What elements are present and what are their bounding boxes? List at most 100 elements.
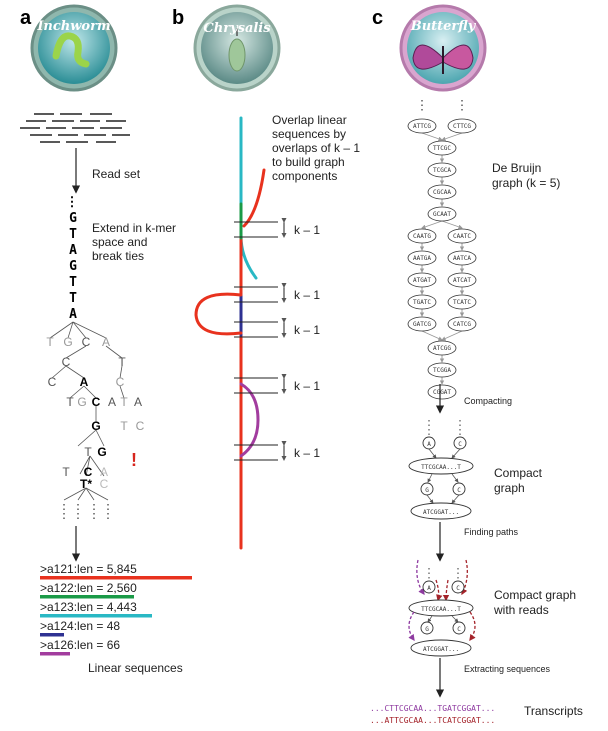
- svg-text:C: C: [92, 395, 101, 409]
- debruijn-node: [427, 384, 457, 400]
- extend-label-2: space and: [92, 235, 147, 249]
- transcript-sequence-1: ...CTTCGCAA...TGATCGGAT...: [370, 704, 495, 713]
- read-compact-node-1: TTCGCAA...T: [421, 606, 461, 613]
- svg-text:C: C: [100, 477, 109, 491]
- chrysalis-logo: Chrysalis: [193, 4, 281, 92]
- debruijn-node-label: ATCAT: [453, 277, 471, 284]
- debruijn-node-label: CAATG: [413, 233, 431, 240]
- debruijn-node: [407, 250, 437, 266]
- svg-text:C: C: [116, 375, 125, 389]
- cyan-sequence-path: [239, 116, 258, 280]
- svg-text:A: A: [102, 335, 110, 349]
- svg-text:T*: T*: [80, 477, 92, 491]
- panel-label-b: b: [172, 7, 184, 29]
- compacting-label: Compacting: [464, 396, 512, 406]
- overlap-label-3: k – 1: [294, 323, 320, 337]
- debruijn-node-label: ATGAT: [413, 277, 431, 284]
- read-node-g: G: [425, 626, 429, 633]
- debruijn-node-label: CGCAA: [433, 189, 451, 196]
- debruijn-node-label: TCGCA: [433, 167, 451, 174]
- compact-graph: A C TTCGCAA...T G C ATCGGAT...: [408, 420, 474, 520]
- linear-sequence-label: >a123:len = 4,443: [40, 600, 137, 614]
- inchworm-logo-text: Inchworm: [36, 19, 110, 34]
- reads-label-1: Compact graph: [494, 588, 576, 602]
- debruijn-node: [447, 118, 477, 134]
- debruijn-edges: [419, 132, 465, 385]
- debruijn-label-2: graph (k = 5): [492, 176, 560, 190]
- svg-text:T: T: [120, 419, 128, 433]
- linear-sequence-label: >a122:len = 2,560: [40, 581, 137, 595]
- debruijn-node: [447, 228, 477, 244]
- svg-text:T: T: [120, 395, 128, 409]
- compact-node-1: TTCGCAA...T: [421, 464, 461, 471]
- compact-node-a: A: [427, 441, 431, 448]
- overlap-desc-5: components: [272, 169, 337, 183]
- overlap-brackets: [234, 218, 287, 461]
- svg-text:C: C: [82, 335, 91, 349]
- debruijn-node: [427, 162, 457, 178]
- debruijn-node-label: TCGGA: [433, 367, 451, 374]
- red-sequence-top: [242, 168, 266, 228]
- compact-graph-with-reads: A C TTCGCAA...T G C ATCGGAT...: [408, 559, 476, 657]
- svg-text:A: A: [80, 375, 89, 389]
- red-loop-path: [194, 292, 243, 336]
- debruijn-node: [427, 362, 457, 378]
- debruijn-node: [427, 340, 457, 356]
- svg-text:T: T: [69, 275, 77, 290]
- debruijn-entry-dots: [421, 100, 463, 112]
- svg-text:T: T: [66, 395, 74, 409]
- extended-kmer-column: ⋮ G T A G T T A: [66, 195, 79, 322]
- debruijn-edge: [441, 132, 463, 141]
- overlap-desc-3: overlaps of k – 1: [272, 141, 360, 155]
- svg-text:A: A: [69, 243, 77, 258]
- svg-text:C: C: [84, 465, 93, 479]
- debruijn-node-label: AATCA: [453, 255, 471, 262]
- chrysalis-graph: [194, 116, 266, 550]
- overlap-label-4: k – 1: [294, 379, 320, 393]
- svg-text:A: A: [69, 307, 77, 322]
- overlap-label-2: k – 1: [294, 288, 320, 302]
- debruijn-node-label: ATCGG: [433, 345, 451, 352]
- svg-text:T: T: [62, 465, 70, 479]
- svg-text:C: C: [48, 375, 57, 389]
- svg-text:G: G: [91, 419, 100, 433]
- svg-text:G: G: [77, 395, 86, 409]
- chrysalis-logo-text: Chrysalis: [203, 21, 271, 36]
- svg-text:A: A: [134, 395, 142, 409]
- debruijn-label-1: De Bruijn: [492, 161, 541, 175]
- linear-sequence-label: >a121:len = 5,845: [40, 562, 137, 576]
- debruijn-node: [407, 294, 437, 310]
- debruijn-node: [407, 316, 437, 332]
- kmer-branch-tree: [49, 321, 125, 501]
- debruijn-node: [407, 272, 437, 288]
- debruijn-node: [447, 316, 477, 332]
- debruijn-node: [447, 250, 477, 266]
- overlap-label-5: k – 1: [294, 446, 320, 460]
- debruijn-node-label: TCATC: [453, 299, 471, 306]
- debruijn-node-label: CATCG: [453, 321, 471, 328]
- svg-text:A: A: [108, 395, 116, 409]
- debruijn-node-label: CGGAT: [433, 389, 451, 396]
- debruijn-node: [407, 118, 437, 134]
- debruijn-edge: [421, 220, 443, 229]
- svg-text:A: A: [100, 465, 108, 479]
- transcripts-label: Transcripts: [524, 704, 583, 718]
- debruijn-edge: [441, 330, 463, 341]
- panel-label-c: c: [372, 7, 383, 29]
- debruijn-edge: [421, 132, 443, 141]
- debruijn-node-label: TTCGC: [433, 145, 451, 152]
- read-set-dashes: [20, 113, 130, 143]
- extracting-label: Extracting sequences: [464, 664, 551, 674]
- debruijn-node: [407, 228, 437, 244]
- svg-text:G: G: [69, 211, 77, 226]
- compact-graph-label-2: graph: [494, 481, 525, 495]
- svg-text:C: C: [136, 419, 145, 433]
- debruijn-node: [447, 272, 477, 288]
- linear-sequences-label: Linear sequences: [88, 661, 183, 675]
- debruijn-edge: [441, 220, 463, 229]
- butterfly-logo: Butterfly: [399, 4, 487, 92]
- purple-sequence-path: [239, 382, 260, 458]
- linear-sequence-bar: [40, 576, 192, 580]
- debruijn-node-label: GATCG: [413, 321, 431, 328]
- debruijn-node: [427, 206, 457, 222]
